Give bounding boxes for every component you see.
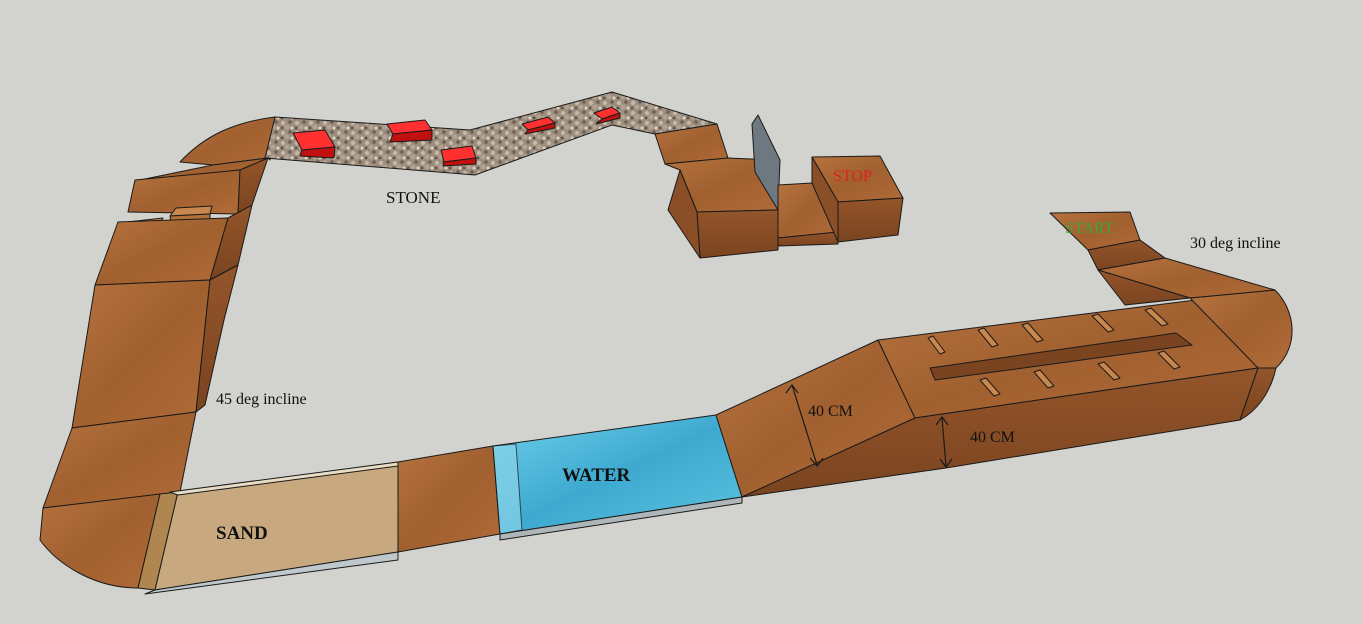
top-left-curve <box>180 117 275 165</box>
sand-label: SAND <box>216 523 268 544</box>
middle-plank <box>398 446 500 552</box>
left-upper-ramp <box>95 218 228 285</box>
incline-30-label: 30 deg incline <box>1190 235 1281 252</box>
height-2-label: 40 CM <box>970 429 1015 446</box>
water-label: WATER <box>562 465 631 486</box>
stone-label: STONE <box>386 188 440 207</box>
incline-45-face <box>72 280 210 428</box>
height-1-label: 40 CM <box>808 403 853 420</box>
start-label: START <box>1065 220 1114 237</box>
incline-45-label: 45 deg incline <box>216 391 307 408</box>
stop-label: STOP <box>833 168 872 185</box>
stone-path <box>265 92 717 175</box>
